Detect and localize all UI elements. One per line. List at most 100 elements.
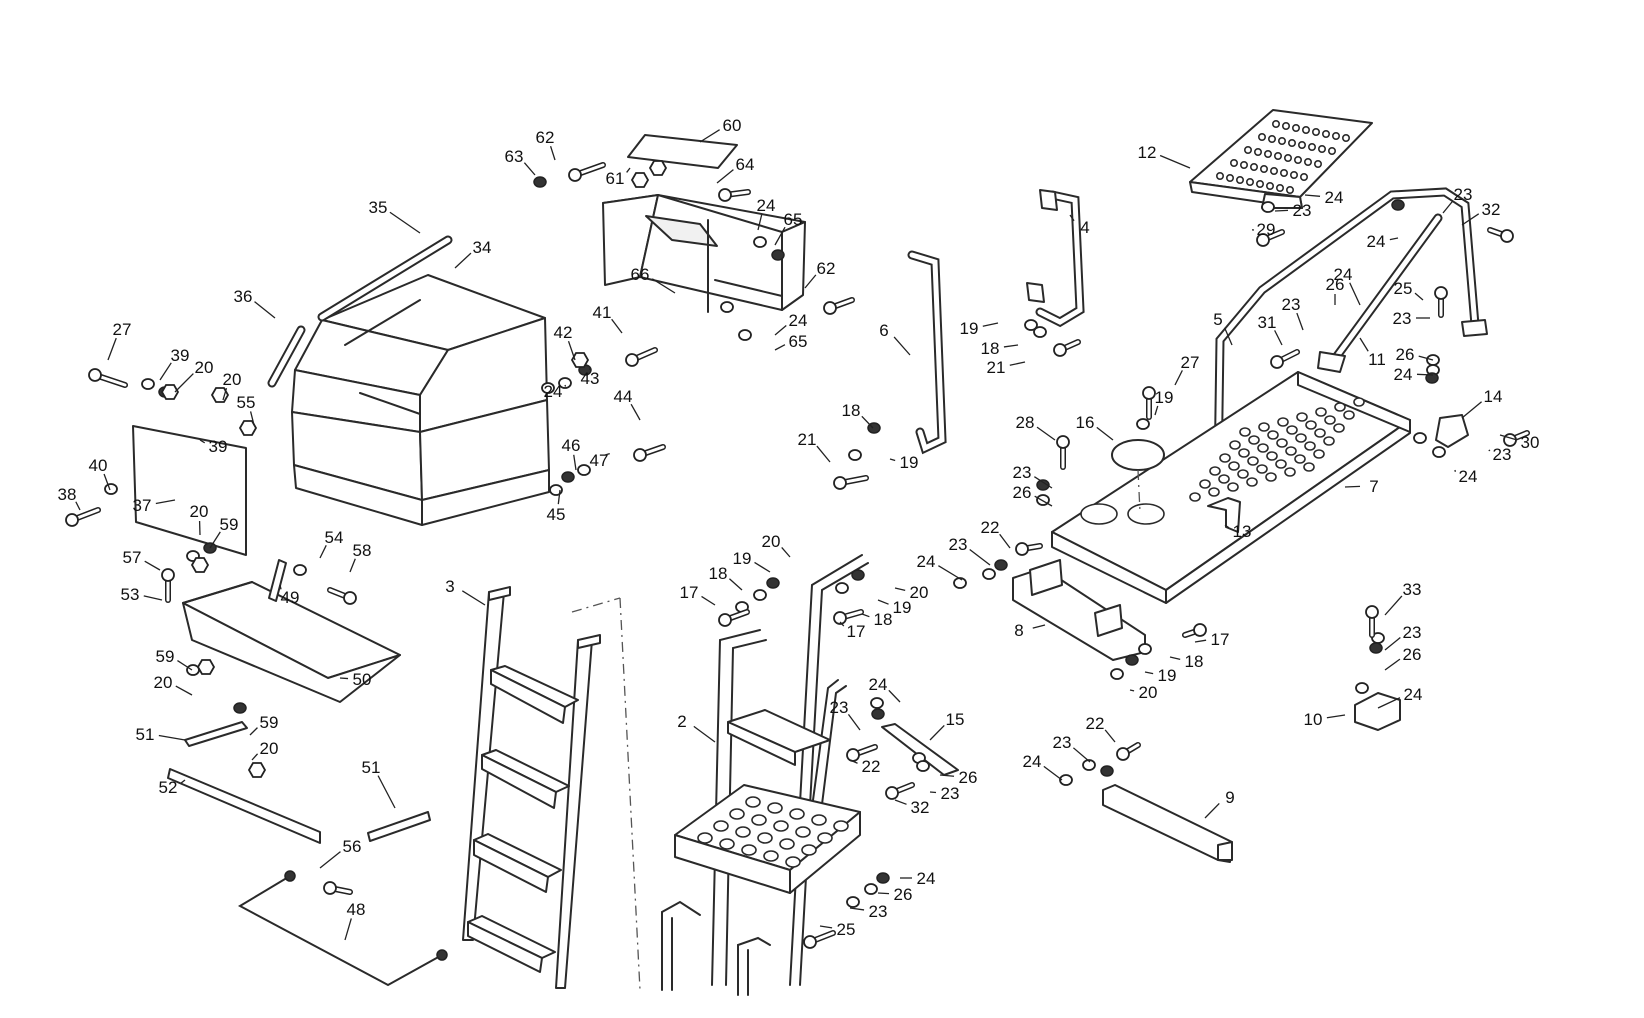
perforation-hole xyxy=(1278,137,1287,146)
washer-icon xyxy=(1355,682,1369,694)
leader-line xyxy=(564,384,567,387)
leader-line xyxy=(1359,337,1369,352)
perforation-hole xyxy=(1343,410,1355,420)
callout-c24m: 24 xyxy=(900,869,935,888)
perforation-hole xyxy=(811,814,827,826)
callout-number: 24 xyxy=(1404,685,1423,704)
callout-number: 22 xyxy=(1086,714,1105,733)
leader-line xyxy=(693,725,716,743)
perforation-hole xyxy=(719,838,735,850)
callout-c26e: 26 xyxy=(939,768,978,787)
part-51-strip-left xyxy=(184,721,248,747)
leader-line xyxy=(573,454,577,471)
callout-number: 26 xyxy=(1013,483,1032,502)
callout-c5: 5 xyxy=(1213,310,1233,346)
leader-line xyxy=(1129,689,1135,692)
perforation-hole xyxy=(1315,407,1327,417)
callout-number: 50 xyxy=(353,670,372,689)
callout-c23j: 23 xyxy=(929,784,959,803)
perforation-hole xyxy=(1284,154,1293,163)
part-14-clamp xyxy=(1435,414,1469,448)
washer-icon xyxy=(864,883,878,895)
washer-icon xyxy=(1261,201,1275,213)
callout-number: 24 xyxy=(1334,265,1353,284)
leader-line xyxy=(847,713,861,731)
leader-line xyxy=(1072,747,1091,763)
leader-line xyxy=(816,445,831,463)
callout-number: 23 xyxy=(1293,201,1312,220)
leader-line xyxy=(249,727,258,736)
washer-icon xyxy=(871,708,885,720)
leader-line xyxy=(1274,209,1289,212)
bolt-icon xyxy=(718,609,750,627)
callout-number: 17 xyxy=(680,583,699,602)
callout-number: 33 xyxy=(1403,580,1422,599)
callout-c24e: 24 xyxy=(1367,232,1399,251)
perforation-hole xyxy=(833,820,849,832)
bolt-icon xyxy=(625,347,658,367)
perforation-hole xyxy=(1227,482,1239,492)
bolt-icon xyxy=(568,162,606,182)
leader-line xyxy=(716,169,734,184)
leader-line xyxy=(1194,639,1207,643)
callout-number: 18 xyxy=(874,610,893,629)
perforation-hole xyxy=(1254,148,1263,157)
washer-icon xyxy=(1036,479,1050,491)
washer-icon xyxy=(1369,642,1383,654)
callout-number: 23 xyxy=(949,535,968,554)
callout-c19f: 19 xyxy=(1144,666,1176,685)
perforation-hole xyxy=(1266,182,1275,191)
part-2-step-frame xyxy=(661,554,869,996)
callout-number: 15 xyxy=(946,710,965,729)
callout-c12: 12 xyxy=(1138,143,1191,169)
callout-c18a: 18 xyxy=(981,339,1019,358)
callout-c64: 64 xyxy=(716,155,754,184)
callout-number: 26 xyxy=(1326,275,1345,294)
callout-c24j: 24 xyxy=(1377,685,1423,709)
leader-line xyxy=(1461,401,1482,419)
perforation-hole xyxy=(779,838,795,850)
perforation-hole xyxy=(801,844,817,856)
leader-line xyxy=(209,531,221,549)
callout-c20f: 20 xyxy=(894,583,928,602)
callout-c59a: 59 xyxy=(209,515,238,549)
perforation-hole xyxy=(1286,425,1298,435)
callout-c15: 15 xyxy=(929,710,965,741)
leader-line xyxy=(155,499,176,505)
callout-number: 25 xyxy=(837,920,856,939)
callout-number: 26 xyxy=(959,768,978,787)
callout-number: 5 xyxy=(1213,310,1222,329)
callout-c6: 6 xyxy=(879,321,911,356)
perforation-hole xyxy=(697,832,713,844)
callout-c39b: 39 xyxy=(199,437,227,456)
perforation-hole xyxy=(1265,472,1277,482)
callout-c23a: 23 xyxy=(1274,201,1312,220)
part-50-tray xyxy=(182,581,401,703)
perforation-hole xyxy=(1246,477,1258,487)
callout-number: 12 xyxy=(1138,143,1157,162)
washer-icon xyxy=(846,896,860,908)
callout-number: 23 xyxy=(1403,623,1422,642)
leader-line xyxy=(1224,327,1233,346)
washer-icon xyxy=(577,464,591,476)
callout-c24d: 24 xyxy=(1304,188,1343,207)
leader-line xyxy=(626,167,631,173)
leader-line xyxy=(1224,524,1230,529)
callout-c35: 35 xyxy=(369,198,421,234)
perforation-hole xyxy=(1247,456,1259,466)
callout-number: 65 xyxy=(784,210,803,229)
callout-number: 23 xyxy=(1493,445,1512,464)
callout-c62b: 62 xyxy=(804,259,835,289)
washer-icon xyxy=(1059,774,1073,786)
bolt-icon xyxy=(1142,386,1156,420)
perforation-hole xyxy=(745,796,761,808)
callout-c65a: 65 xyxy=(774,210,803,246)
perforation-hole xyxy=(1199,479,1211,489)
perforation-hole xyxy=(1300,173,1309,182)
leader-line xyxy=(849,759,858,764)
perforation-hole xyxy=(713,820,729,832)
perforation-hole xyxy=(1239,427,1251,437)
bolt-icon xyxy=(161,568,175,603)
callout-c23e: 23 xyxy=(1488,445,1512,464)
